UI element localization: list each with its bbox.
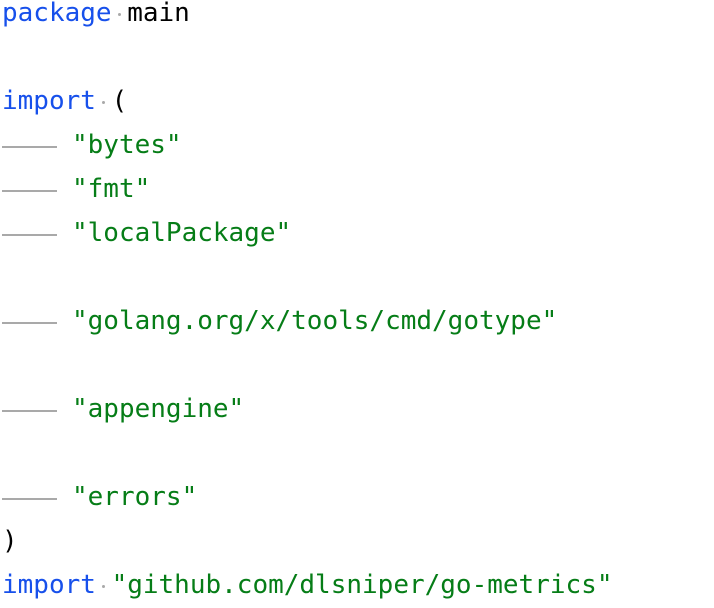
keyword-token: import [2, 86, 96, 116]
plain-token: main [127, 0, 190, 28]
code-line[interactable]: "appengine" [2, 387, 714, 431]
keyword-token: package [2, 0, 112, 28]
code-line[interactable] [2, 255, 714, 299]
string-token: "fmt" [72, 174, 151, 204]
code-line[interactable]: "errors" [2, 475, 714, 519]
code-line[interactable]: "golang.org/x/tools/cmd/gotype" [2, 299, 714, 343]
string-token: "golang.org/x/tools/cmd/gotype" [72, 306, 558, 336]
keyword-token: import [2, 570, 96, 600]
plain-token: ) [2, 526, 18, 556]
string-token: "appengine" [72, 394, 245, 424]
code-line[interactable]: ) [2, 519, 714, 563]
plain-token: ( [111, 86, 128, 116]
string-token: "localPackage" [72, 218, 292, 248]
code-line[interactable]: "bytes" [2, 123, 714, 167]
string-token: "errors" [72, 482, 198, 512]
string-token: "bytes" [72, 130, 182, 160]
code-line[interactable] [2, 35, 714, 79]
code-line[interactable] [2, 431, 714, 475]
code-line[interactable]: "localPackage" [2, 211, 714, 255]
code-line[interactable]: package main [2, 0, 714, 35]
code-line[interactable]: import ( [2, 79, 714, 123]
code-line[interactable]: import "github.com/dlsniper/go-metrics" [2, 563, 714, 607]
string-token: "github.com/dlsniper/go-metrics" [111, 570, 613, 600]
code-line[interactable] [2, 343, 714, 387]
code-line[interactable]: "fmt" [2, 167, 714, 211]
